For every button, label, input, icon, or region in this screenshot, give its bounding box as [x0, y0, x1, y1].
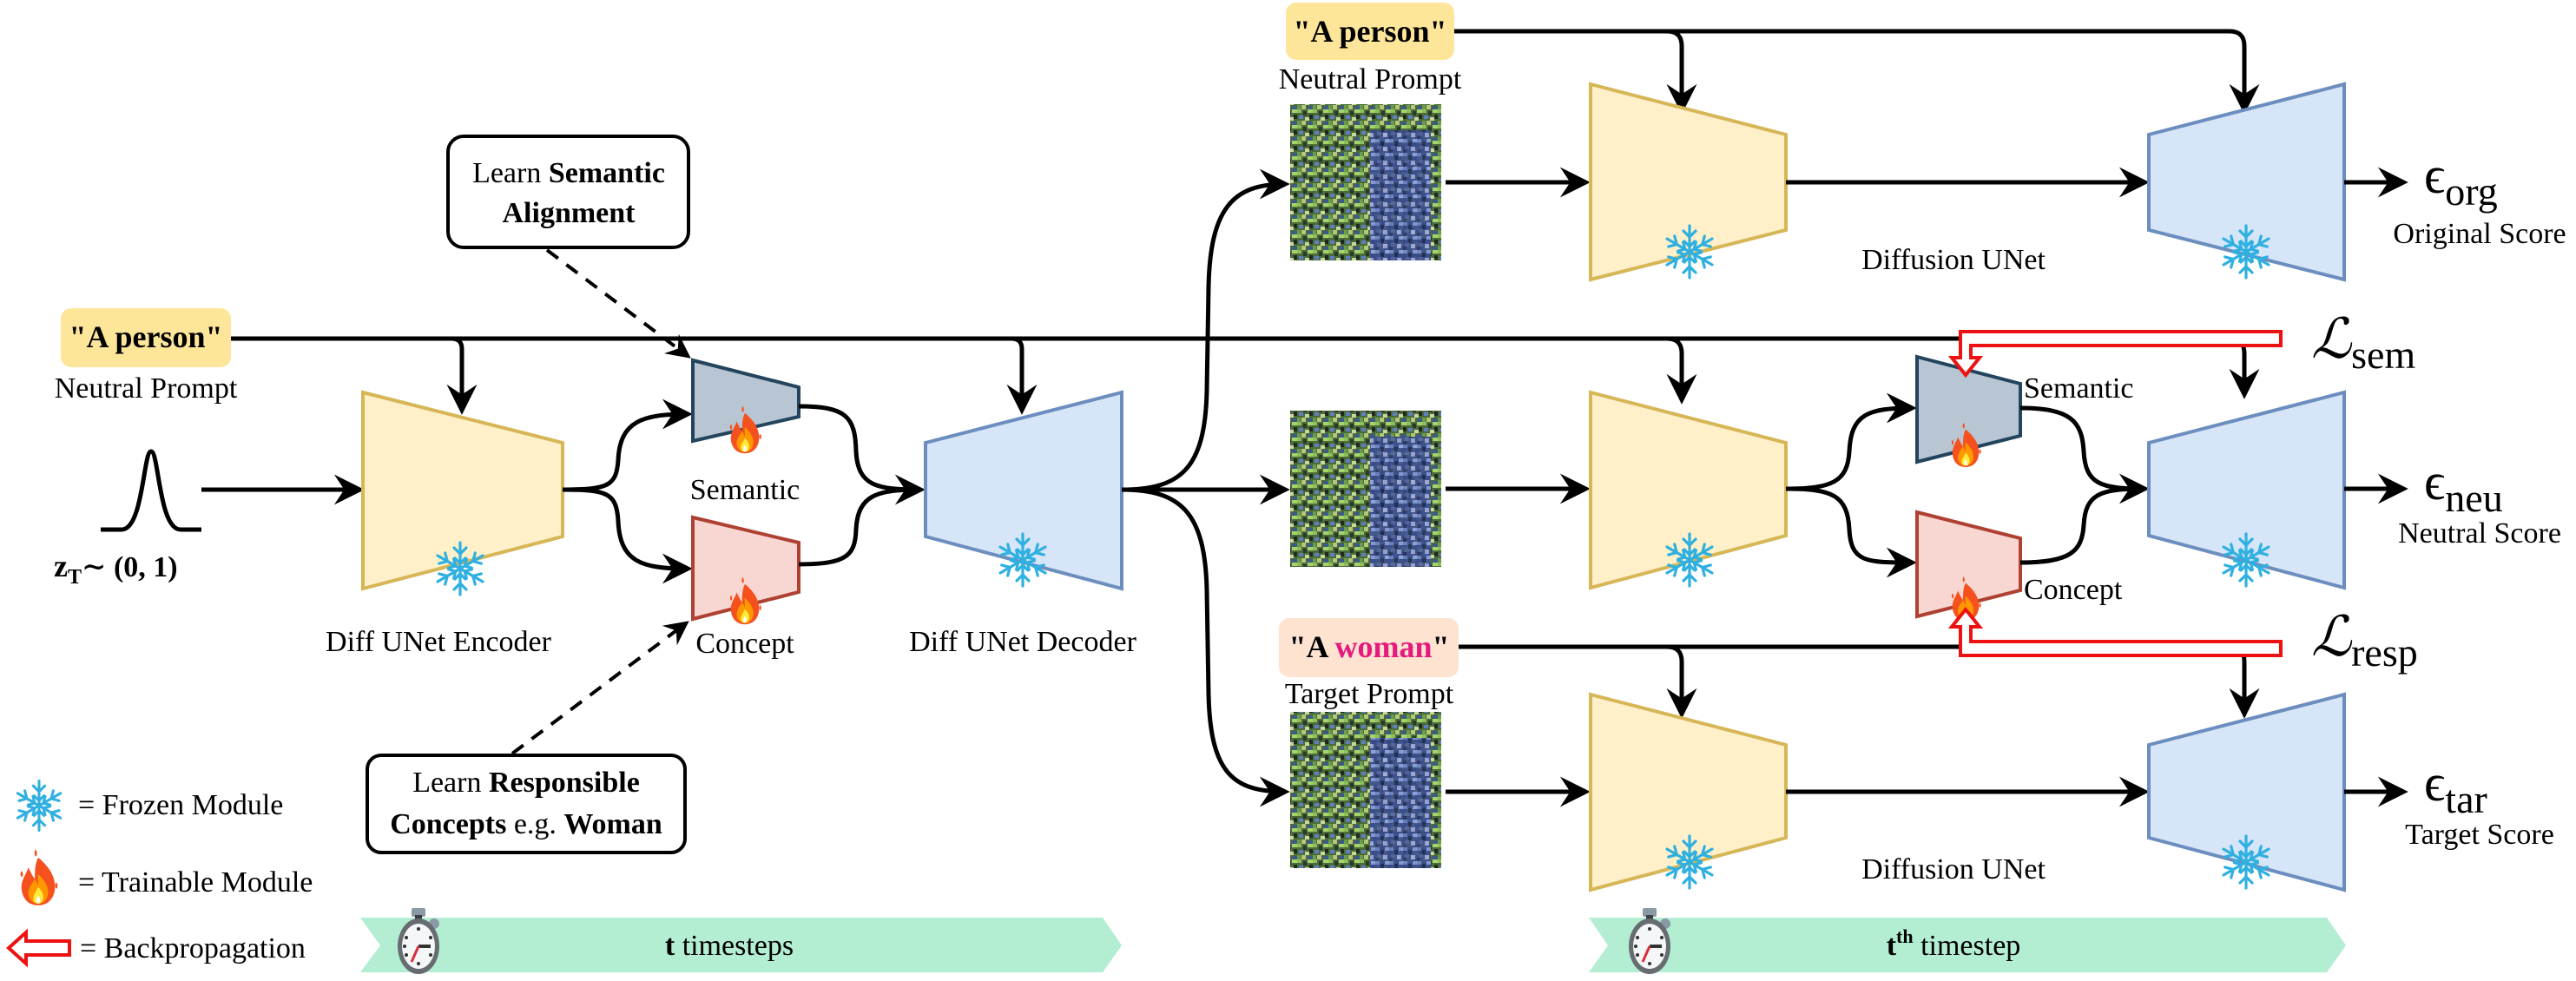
concept-caption-right: Concept	[2024, 574, 2123, 606]
output-original-score: ϵorg	[2424, 147, 2498, 214]
prompt-caption: Target Prompt	[1285, 678, 1454, 710]
prompt-text: "A woman"	[1288, 629, 1449, 664]
legend-backprop: = Backpropagation	[80, 932, 306, 965]
top-prompt-to-unet-arrow	[1666, 29, 1697, 115]
encoder-caption: Diff UNet Encoder	[326, 626, 552, 658]
prompt-text: "A person"	[69, 319, 223, 354]
backprop-sem-arrow	[1947, 330, 2283, 379]
diffusion-unet-caption-bottom: Diffusion UNet	[1861, 853, 2046, 886]
output-target-score: ϵtar	[2424, 754, 2487, 821]
callout-concept-line1: Learn Responsible	[412, 767, 640, 799]
prompt-box	[61, 308, 231, 367]
output-neutral-score: ϵneu	[2424, 453, 2503, 520]
semantic-callout-pointer	[545, 248, 691, 359]
diff-unet-decoder	[924, 390, 1123, 591]
encoder-to-concept-arrow	[562, 487, 693, 584]
concept-module-right	[1915, 510, 2022, 619]
mid-unet-decoder	[2147, 390, 2346, 590]
callout-semantic-line2: Alignment	[503, 197, 636, 229]
timeline-t-timesteps: t timesteps	[360, 906, 1122, 976]
concept-to-decoder-arrow	[798, 487, 921, 567]
bottom-unet-encoder	[1589, 692, 1788, 892]
timeline-tth-timestep: tth timestep	[1589, 906, 2346, 976]
callout-semantic-alignment: Learn Semantic Alignment	[446, 135, 690, 249]
prompt-box	[1279, 618, 1459, 677]
gaussian-noise-icon	[101, 449, 201, 532]
prompt-text: "A person"	[1294, 14, 1447, 49]
callout-responsible-concepts: Learn Responsible Concepts e.g. Woman	[366, 754, 687, 854]
diffusion-unet-caption-top: Diffusion UNet	[1861, 244, 2046, 276]
decoder-to-bottom-image-arrow	[1121, 487, 1290, 807]
backprop-arrow-icon	[6, 928, 71, 968]
noisy-image-bottom	[1290, 712, 1441, 868]
neutral-score-caption: Neutral Score	[2398, 517, 2561, 550]
snowflake-icon	[15, 781, 63, 831]
timeline-left-label: t timesteps	[665, 930, 794, 962]
concept-module	[691, 515, 800, 622]
semantic-module-right	[1915, 354, 2022, 464]
semantic-caption-right: Semantic	[2024, 372, 2134, 405]
target-prompt: "A woman" Target Prompt	[1279, 618, 1459, 710]
target-prompt-to-unet-arrow	[1666, 644, 1697, 719]
concept-to-mid-decoder-arrow	[2019, 486, 2145, 565]
target-score-caption: Target Score	[2405, 819, 2554, 851]
prompt-box	[1286, 3, 1454, 60]
noise-label: zT∼ (0, 1)	[54, 549, 178, 589]
original-score-caption: Original Score	[2393, 218, 2566, 250]
semantic-to-mid-decoder-arrow	[2019, 405, 2150, 504]
top-unet-encoder	[1589, 82, 1788, 282]
mid-unet-encoder	[1589, 390, 1788, 590]
decoder-caption: Diff UNet Decoder	[909, 626, 1137, 658]
semantic-module	[691, 358, 800, 444]
callout-concept-line2: Concepts e.g. Woman	[390, 808, 662, 840]
prompt-to-mid-unet-arrow	[1666, 336, 1697, 405]
concept-caption: Concept	[695, 628, 794, 660]
noisy-image-mid	[1290, 411, 1441, 567]
mid-encoder-to-semantic-arrow	[1785, 392, 1917, 491]
legend-trainable: = Trainable Module	[78, 866, 313, 899]
concept-callout-pointer	[511, 621, 689, 755]
top-unet-decoder	[2147, 82, 2346, 282]
encoder-to-semantic-arrow	[562, 398, 693, 492]
legend-frozen: = Frozen Module	[78, 789, 283, 821]
legend: = Frozen Module = Trainable Module = Bac…	[6, 781, 313, 968]
noisy-image-top	[1290, 104, 1441, 260]
left-neutral-prompt: "A person" Neutral Prompt	[55, 308, 238, 405]
decoder-to-top-image-arrow	[1121, 168, 1290, 492]
semantic-to-decoder-arrow	[798, 404, 926, 505]
backprop-resp-arrow	[1947, 606, 2283, 657]
callout-semantic-line1: Learn Semantic	[472, 157, 665, 189]
prompt-to-encoder-arrow	[446, 336, 478, 415]
prompt-caption: Neutral Prompt	[1279, 63, 1462, 95]
diff-unet-encoder	[361, 390, 564, 591]
prompt-to-decoder-arrow	[1006, 336, 1038, 415]
loss-responsible: ℒresp	[2311, 606, 2418, 675]
bottom-unet-decoder	[2147, 692, 2346, 892]
top-neutral-prompt: "A person" Neutral Prompt	[1279, 3, 1462, 95]
mid-encoder-to-concept-arrow	[1785, 486, 1917, 578]
timeline-right-label: tth timestep	[1887, 925, 2021, 962]
loss-semantic: ℒsem	[2311, 308, 2415, 377]
top-prompt-line	[1454, 29, 2260, 115]
semantic-caption: Semantic	[690, 474, 800, 506]
prompt-caption: Neutral Prompt	[55, 372, 238, 405]
fire-icon	[20, 849, 58, 905]
